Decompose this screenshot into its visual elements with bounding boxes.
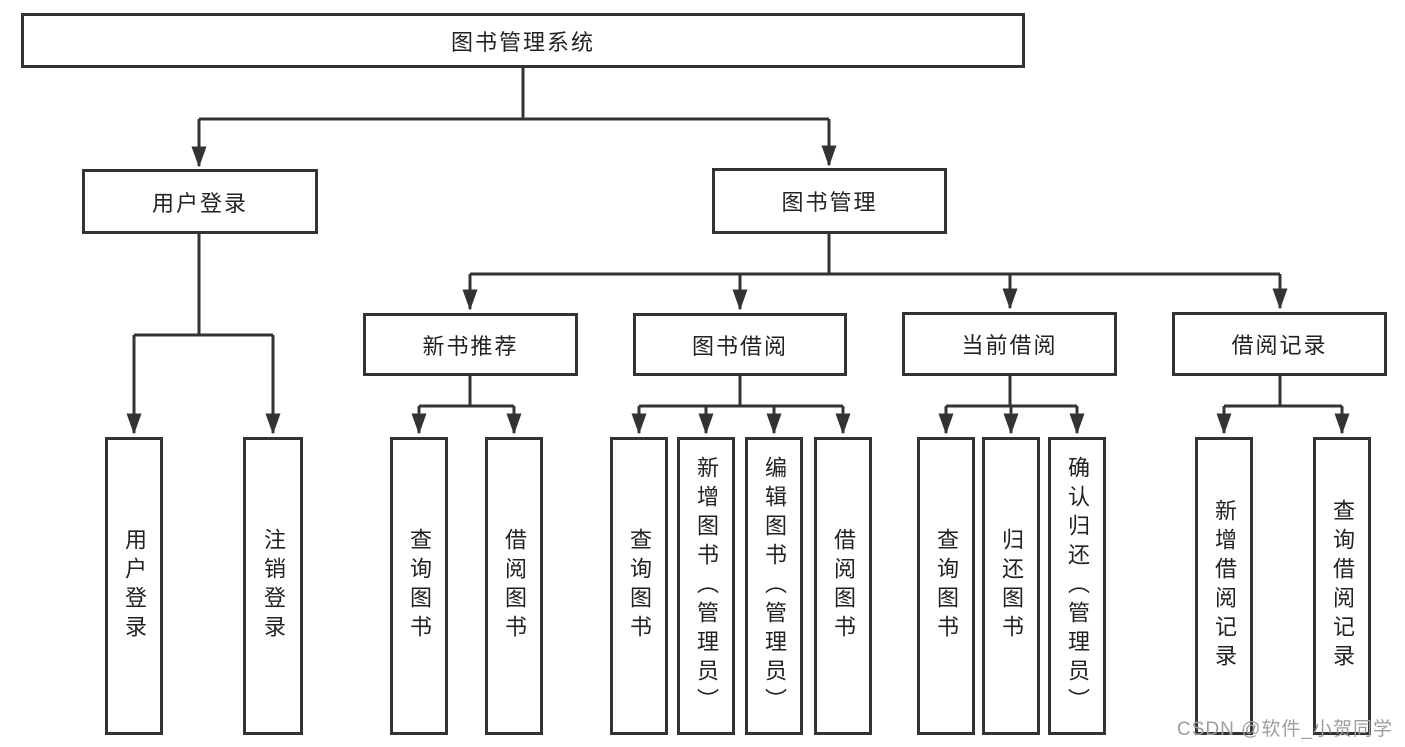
node-br-add-record: 新增借阅记录 [1195, 437, 1253, 735]
node-cb-confirm-return-admin: 确认归还（管理员） [1048, 437, 1106, 735]
node-nbr-query-books: 查询图书 [390, 437, 448, 735]
node-cb-query-books: 查询图书 [917, 437, 975, 735]
node-user-login-leaf: 用户登录 [105, 437, 163, 735]
node-bb-borrow-books: 借阅图书 [814, 437, 872, 735]
node-library-management-system: 图书管理系统 [21, 13, 1025, 68]
node-nbr-borrow-books: 借阅图书 [485, 437, 543, 735]
node-cb-return-books: 归还图书 [982, 437, 1040, 735]
csdn-watermark: CSDN @软件_小贺同学 [1177, 719, 1393, 740]
node-user-login: 用户登录 [82, 169, 318, 234]
node-borrowing-records: 借阅记录 [1172, 312, 1387, 376]
node-bb-query-books: 查询图书 [610, 437, 668, 735]
node-br-query-record: 查询借阅记录 [1313, 437, 1371, 735]
node-bb-edit-books-admin: 编辑图书（管理员） [745, 437, 803, 735]
node-current-borrowing: 当前借阅 [902, 312, 1117, 376]
rail-lines [134, 68, 1342, 408]
node-new-book-recommendation: 新书推荐 [363, 313, 578, 376]
node-book-management: 图书管理 [712, 168, 947, 234]
node-logout-leaf: 注销登录 [243, 437, 303, 735]
node-bb-add-books-admin: 新增图书（管理员） [677, 437, 735, 735]
node-book-borrowing: 图书借阅 [633, 313, 847, 376]
